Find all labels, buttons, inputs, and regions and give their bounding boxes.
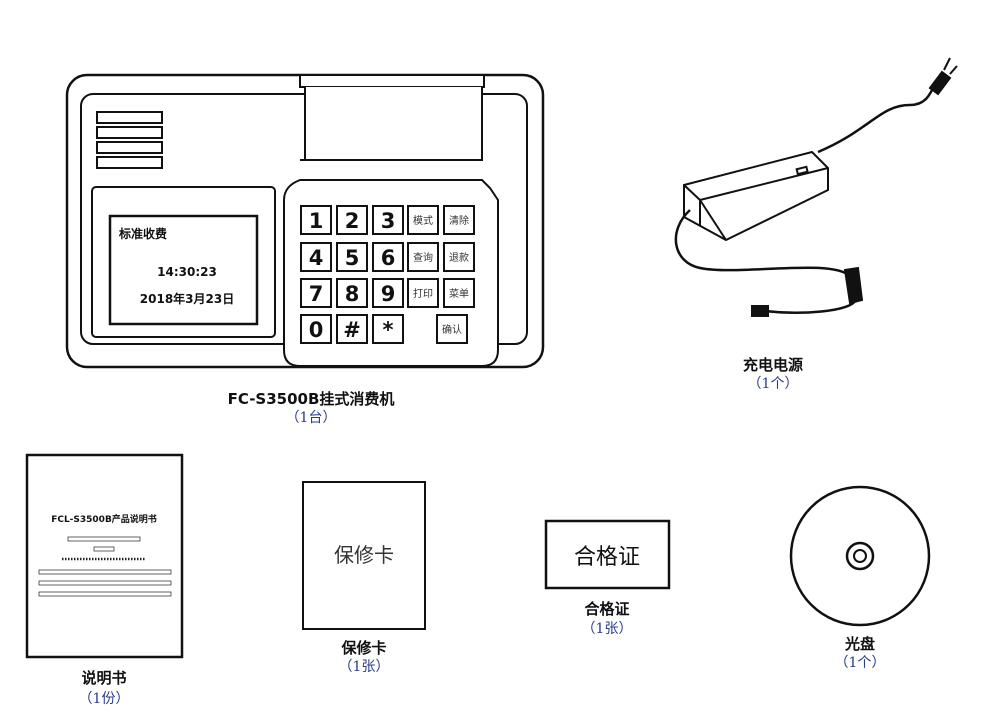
manual-caption: 说明书 [81, 669, 127, 687]
function-key-label: 查询 [413, 251, 433, 264]
screen-time-text: 14:30:23 [157, 265, 217, 279]
number-key-label: 2 [345, 209, 360, 233]
warranty-card: 保修卡 [302, 481, 426, 630]
number-key[interactable] [336, 242, 368, 272]
lcd-screen [108, 214, 259, 326]
adapter-caption: 充电电源 [742, 356, 804, 374]
function-key[interactable] [443, 242, 475, 272]
number-key[interactable] [372, 205, 404, 235]
number-key-label: 9 [381, 282, 396, 306]
number-key-label: 4 [309, 246, 324, 270]
manual-text-lines [38, 536, 172, 597]
warranty-qty: （1张） [338, 659, 390, 675]
number-key[interactable] [300, 205, 332, 235]
function-key-label: 菜单 [449, 288, 469, 300]
function-key-label: 模式 [413, 214, 433, 227]
function-key[interactable] [443, 205, 475, 235]
number-key-label: 8 [345, 282, 360, 306]
number-key[interactable] [372, 242, 404, 272]
function-key-label: 退款 [449, 251, 469, 264]
function-key[interactable] [407, 278, 439, 308]
number-key-label: # [343, 318, 361, 342]
device-qty: （1台） [285, 410, 337, 426]
number-key[interactable] [372, 278, 404, 308]
function-key-label: 确认 [442, 323, 462, 336]
number-key-label: 1 [309, 209, 324, 233]
manual-qty: （1份） [78, 691, 130, 707]
number-key-label: 5 [345, 246, 360, 270]
number-key[interactable] [300, 242, 332, 272]
certificate-card: 合格证 [544, 519, 671, 590]
function-key[interactable] [436, 314, 468, 344]
number-key[interactable] [372, 314, 404, 344]
screen-mode-text: 标准收费 [118, 226, 167, 241]
number-key[interactable] [336, 205, 368, 235]
number-key-label: 6 [381, 246, 396, 270]
function-key[interactable] [443, 278, 475, 308]
certificate-card-text: 合格证 [574, 545, 640, 570]
number-key-label: 7 [309, 282, 324, 306]
function-key-label: 打印 [413, 287, 433, 300]
warranty-caption: 保修卡 [341, 639, 387, 657]
function-key[interactable] [407, 205, 439, 235]
warranty-card-text: 保修卡 [334, 543, 394, 567]
manual-cover-title: FCL-S3500B产品说明书 [51, 513, 157, 525]
power-adapter [674, 57, 958, 317]
function-key[interactable] [407, 242, 439, 272]
number-key[interactable] [336, 278, 368, 308]
number-key-label: 0 [309, 318, 324, 342]
disc-qty: （1个） [834, 655, 886, 671]
vent-grille [96, 111, 163, 169]
number-key[interactable] [300, 278, 332, 308]
screen-date-text: 2018年3月23日 [140, 291, 234, 306]
number-key[interactable] [300, 314, 332, 344]
manual-book: FCL-S3500B产品说明书 [25, 453, 184, 659]
certificate-qty: （1张） [581, 621, 633, 637]
function-key-label: 清除 [449, 214, 469, 227]
certificate-caption: 合格证 [584, 600, 630, 618]
number-key-label: * [383, 318, 394, 342]
disc-caption: 光盘 [844, 635, 876, 653]
adapter-qty: （1个） [747, 376, 799, 392]
cd-disc [789, 485, 931, 627]
number-key[interactable] [336, 314, 368, 344]
device-caption: FC-S3500B挂式消费机 [227, 390, 395, 408]
number-key-label: 3 [381, 209, 396, 233]
